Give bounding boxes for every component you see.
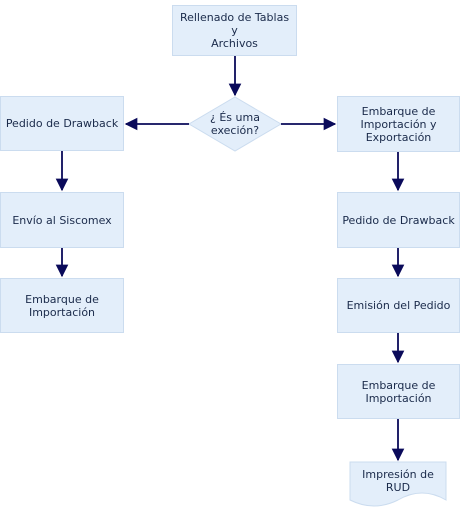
document-shape [349, 461, 447, 507]
decision-diamond [188, 96, 282, 152]
left-node-embarque-de-importacion: Embarque de Importación [0, 278, 124, 333]
start-node: Rellenado de Tablas y Archivos [172, 5, 297, 56]
document-node-label: Impresión de RUD [362, 468, 434, 494]
left-node-envio-al-siscomex: Envío al Siscomex [0, 192, 124, 248]
right-node-embarque-importacion-exportacion: Embarque de Importación y Exportación [337, 96, 460, 152]
left-node-pedido-de-drawback: Pedido de Drawback [0, 96, 124, 151]
right-node-pedido-de-drawback: Pedido de Drawback [337, 192, 460, 248]
right-node-emision-del-pedido: Emisión del Pedido [337, 278, 460, 333]
decision-node-label: ¿ És uma execión? [210, 111, 260, 137]
right-node-embarque-de-importacion: Embarque de Importación [337, 364, 460, 419]
edges [55, 56, 405, 462]
